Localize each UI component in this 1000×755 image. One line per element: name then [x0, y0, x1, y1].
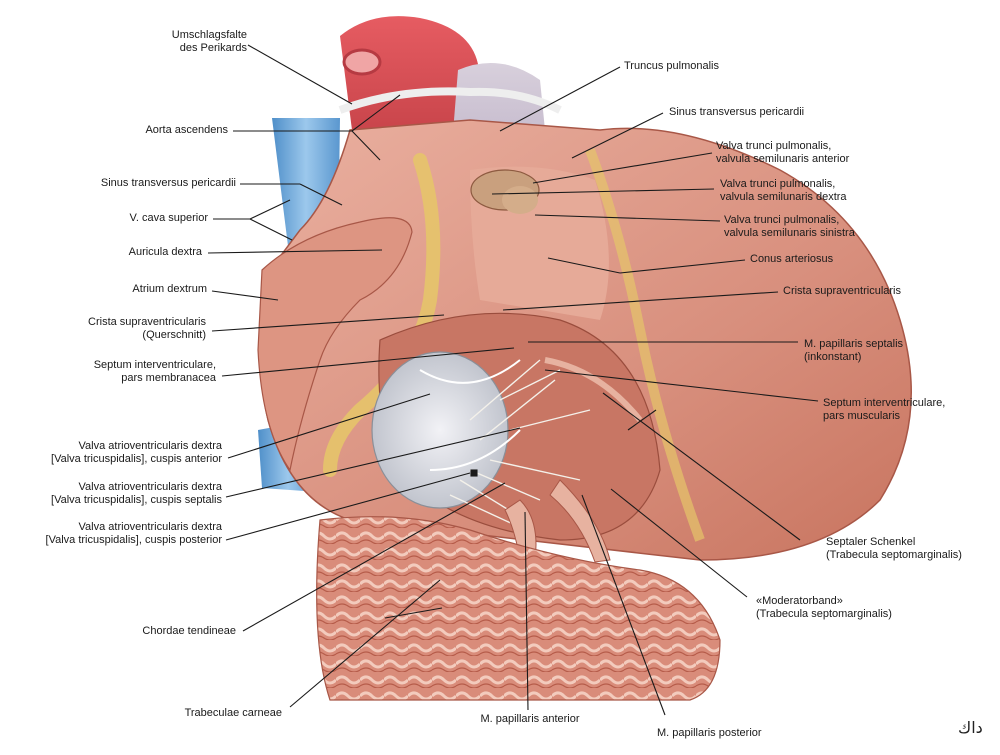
label-aorta-ascendens-text: Aorta ascendens: [145, 124, 228, 136]
label-sinus-transversus-right: Sinus transversus pericardii: [669, 106, 849, 119]
label-truncus-pulmonalis-text: Truncus pulmonalis: [624, 60, 719, 72]
label-valvula-dextra-line2: valvula semilunaris dextra: [720, 191, 847, 203]
label-auricula-dextra-text: Auricula dextra: [128, 246, 202, 258]
watermark-logo: ﺩﺍﻙ: [958, 720, 998, 737]
leader-lines: [207, 44, 819, 716]
label-septum-membranacea: Septum interventriculare, pars membranac…: [40, 359, 216, 385]
label-atrium-dextrum-text: Atrium dextrum: [132, 283, 207, 295]
label-auricula-dextra: Auricula dextra: [90, 246, 202, 259]
label-umschlagsfalte: Umschlagsfalte des Perikards: [135, 29, 247, 55]
label-cuspis-anterior-line2: [Valva tricuspidalis], cuspis anterior: [51, 453, 222, 465]
label-aorta-ascendens: Aorta ascendens: [90, 124, 228, 137]
watermark-text: ﺩﺍﻙ: [958, 720, 983, 737]
label-crista-supraventricularis-text: Crista supraventricularis: [783, 285, 901, 297]
label-valvula-dextra-line1: Valva trunci pulmonalis,: [720, 178, 836, 190]
label-septaler-schenkel: Septaler Schenkel (Trabecula septomargin…: [826, 536, 996, 562]
papillary-muscles: [504, 357, 643, 563]
label-v-cava-superior-text: V. cava superior: [129, 212, 208, 224]
label-valvula-anterior-line1: Valva trunci pulmonalis,: [716, 140, 832, 152]
label-sinus-transversus-right-text: Sinus transversus pericardii: [669, 106, 805, 118]
label-septaler-schenkel-line1: Septaler Schenkel: [826, 536, 916, 548]
chordae-tendineae: [449, 359, 591, 526]
label-valvula-anterior-line2: valvula semilunaris anterior: [716, 153, 850, 165]
label-valvula-sinistra-line1: Valva trunci pulmonalis,: [724, 214, 840, 226]
label-valvula-anterior: Valva trunci pulmonalis, valvula semilun…: [716, 140, 916, 166]
tricuspid-valve: [371, 351, 521, 509]
label-m-papillaris-anterior-text: M. papillaris anterior: [480, 713, 580, 725]
label-septum-membranacea-line1: Septum interventriculare,: [93, 359, 216, 371]
label-m-papillaris-septalis: M. papillaris septalis (inkonstant): [804, 338, 984, 364]
label-umschlagsfalte-line1: Umschlagsfalte: [171, 29, 247, 41]
label-cuspis-posterior-line1: Valva atrioventricularis dextra: [78, 521, 222, 533]
label-atrium-dextrum: Atrium dextrum: [90, 283, 207, 296]
label-sinus-transversus-left: Sinus transversus pericardii: [40, 177, 236, 190]
label-m-papillaris-posterior: M. papillaris posterior: [657, 727, 797, 740]
label-trabeculae-carneae-text: Trabeculae carneae: [184, 707, 282, 719]
label-cuspis-anterior-line1: Valva atrioventricularis dextra: [78, 440, 222, 452]
label-septaler-schenkel-line2: (Trabecula septomarginalis): [826, 549, 962, 561]
label-crista-querschnitt-line2: (Querschnitt): [142, 329, 206, 341]
label-valvula-dextra: Valva trunci pulmonalis, valvula semilun…: [720, 178, 920, 204]
label-m-papillaris-posterior-text: M. papillaris posterior: [657, 727, 762, 739]
label-m-papillaris-septalis-line2: (inkonstant): [804, 351, 862, 363]
label-umschlagsfalte-line2: des Perikards: [179, 42, 247, 54]
label-moderatorband-line2: (Trabecula septomarginalis): [756, 608, 892, 620]
label-moderatorband: «Moderatorband» (Trabecula septomarginal…: [756, 595, 926, 621]
label-cuspis-posterior-line2: [Valva tricuspidalis], cuspis posterior: [45, 534, 222, 546]
label-crista-querschnitt: Crista supraventricularis (Querschnitt): [40, 316, 206, 342]
label-moderatorband-line1: «Moderatorband»: [756, 595, 843, 607]
trabeculae-region: [316, 516, 721, 701]
label-chordae-tendineae-text: Chordae tendineae: [142, 625, 236, 637]
label-crista-supraventricularis: Crista supraventricularis: [783, 285, 973, 298]
label-valvula-sinistra: Valva trunci pulmonalis, valvula semilun…: [724, 214, 934, 240]
label-truncus-pulmonalis: Truncus pulmonalis: [624, 60, 784, 73]
label-septum-membranacea-line2: pars membranacea: [121, 372, 216, 384]
label-crista-querschnitt-line1: Crista supraventricularis: [88, 316, 206, 328]
label-m-papillaris-septalis-line1: M. papillaris septalis: [804, 338, 904, 350]
label-chordae-tendineae: Chordae tendineae: [90, 625, 236, 638]
label-septum-muscularis: Septum interventriculare, pars musculari…: [823, 397, 993, 423]
label-septum-muscularis-line2: pars muscularis: [823, 410, 901, 422]
label-conus-arteriosus: Conus arteriosus: [750, 253, 920, 266]
label-trabeculae-carneae: Trabeculae carneae: [120, 707, 282, 720]
label-m-papillaris-anterior: M. papillaris anterior: [400, 713, 660, 726]
label-septum-muscularis-line1: Septum interventriculare,: [823, 397, 946, 409]
label-conus-arteriosus-text: Conus arteriosus: [750, 253, 834, 265]
label-cuspis-posterior: Valva atrioventricularis dextra [Valva t…: [8, 521, 222, 547]
label-cuspis-septalis: Valva atrioventricularis dextra [Valva t…: [8, 481, 222, 507]
label-v-cava-superior: V. cava superior: [90, 212, 208, 225]
label-cuspis-septalis-line1: Valva atrioventricularis dextra: [78, 481, 222, 493]
label-cuspis-anterior: Valva atrioventricularis dextra [Valva t…: [8, 440, 222, 466]
label-sinus-transversus-left-text: Sinus transversus pericardii: [100, 177, 236, 189]
label-cuspis-septalis-line2: [Valva tricuspidalis], cuspis septalis: [51, 494, 222, 506]
label-valvula-sinistra-line2: valvula semilunaris sinistra: [724, 227, 855, 239]
